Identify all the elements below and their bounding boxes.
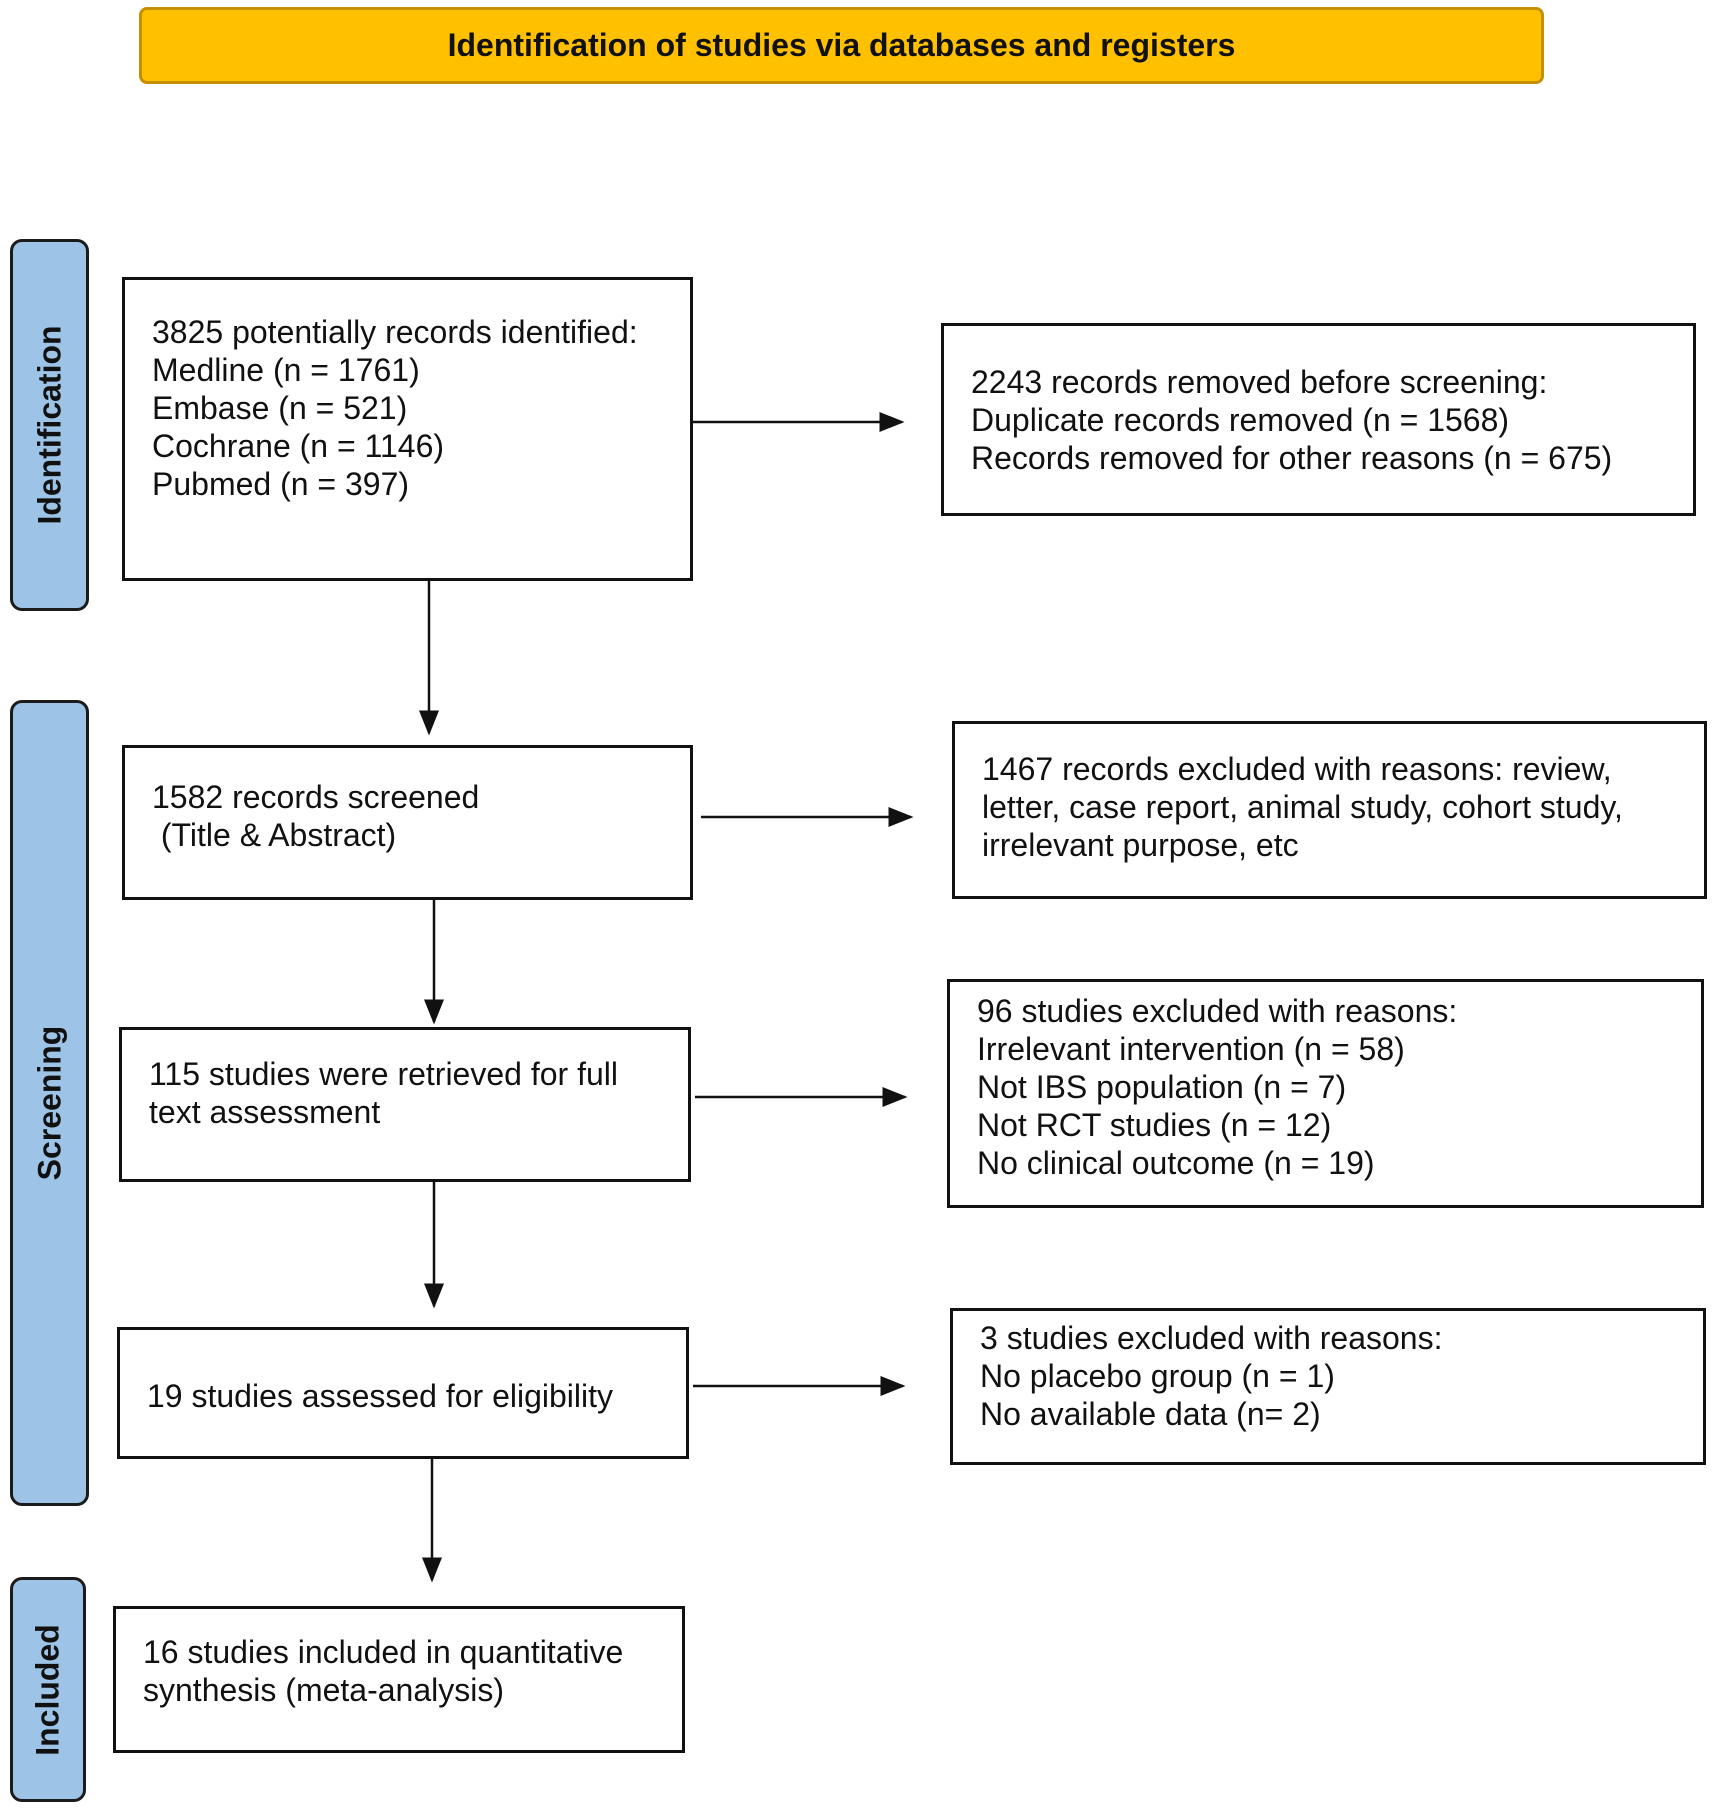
box-line: Medline (n = 1761) — [152, 352, 420, 388]
studies-included-box: 16 studies included in quantitative synt… — [113, 1606, 685, 1753]
box-line: irrelevant purpose, etc — [982, 827, 1299, 863]
box-line: Embase (n = 521) — [152, 390, 408, 426]
box-line: Not RCT studies (n = 12) — [977, 1106, 1332, 1143]
box-line: No available data (n= 2) — [980, 1395, 1321, 1432]
box-line: 2243 records removed before screening: — [971, 363, 1548, 400]
box-line: synthesis (meta-analysis) — [143, 1671, 504, 1708]
box-line: Records removed for other reasons (n = 6… — [971, 439, 1613, 476]
box-line: 19 studies assessed for eligibility — [147, 1378, 614, 1414]
stage-identification: Identification — [10, 239, 89, 611]
studies-excluded-fulltext-box: 96 studies excluded with reasons: Irrele… — [947, 979, 1704, 1208]
box-line: text assessment — [149, 1093, 381, 1130]
records-excluded-screening-box: 1467 records excluded with reasons: revi… — [952, 721, 1707, 899]
box-line: No placebo group (n = 1) — [980, 1357, 1335, 1394]
box-line: 3825 potentially records identified: — [152, 314, 638, 350]
box-line: Cochrane (n = 1146) — [152, 428, 445, 464]
header-banner: Identification of studies via databases … — [139, 7, 1544, 84]
eligibility-box: 19 studies assessed for eligibility — [117, 1327, 689, 1459]
records-removed-box: 2243 records removed before screening: D… — [941, 323, 1696, 516]
box-line: No clinical outcome (n = 19) — [977, 1144, 1375, 1181]
box-line: 96 studies excluded with reasons: — [977, 992, 1458, 1029]
records-screened-box: 1582 records screened (Title & Abstract) — [122, 745, 693, 900]
box-line: 1467 records excluded with reasons: revi… — [982, 751, 1612, 787]
box-line: (Title & Abstract) — [152, 816, 397, 853]
studies-excluded-eligibility-box: 3 studies excluded with reasons: No plac… — [950, 1308, 1706, 1465]
box-line: Not IBS population (n = 7) — [977, 1068, 1347, 1105]
box-line: Duplicate records removed (n = 1568) — [971, 401, 1510, 438]
header-title: Identification of studies via databases … — [447, 27, 1236, 63]
box-line: Pubmed (n = 397) — [152, 466, 410, 502]
stage-included: Included — [10, 1577, 86, 1802]
box-line: Irrelevant intervention (n = 58) — [977, 1030, 1405, 1067]
records-identified-box: 3825 potentially records identified: Med… — [122, 277, 693, 581]
box-line: 1582 records screened — [152, 778, 480, 815]
fulltext-retrieved-box: 115 studies were retrieved for full text… — [119, 1027, 691, 1182]
box-line: 3 studies excluded with reasons: — [980, 1319, 1443, 1356]
stage-screening: Screening — [10, 700, 89, 1506]
box-line: 16 studies included in quantitative — [143, 1633, 624, 1670]
box-line: letter, case report, animal study, cohor… — [982, 789, 1623, 825]
box-line: 115 studies were retrieved for full — [149, 1055, 618, 1092]
